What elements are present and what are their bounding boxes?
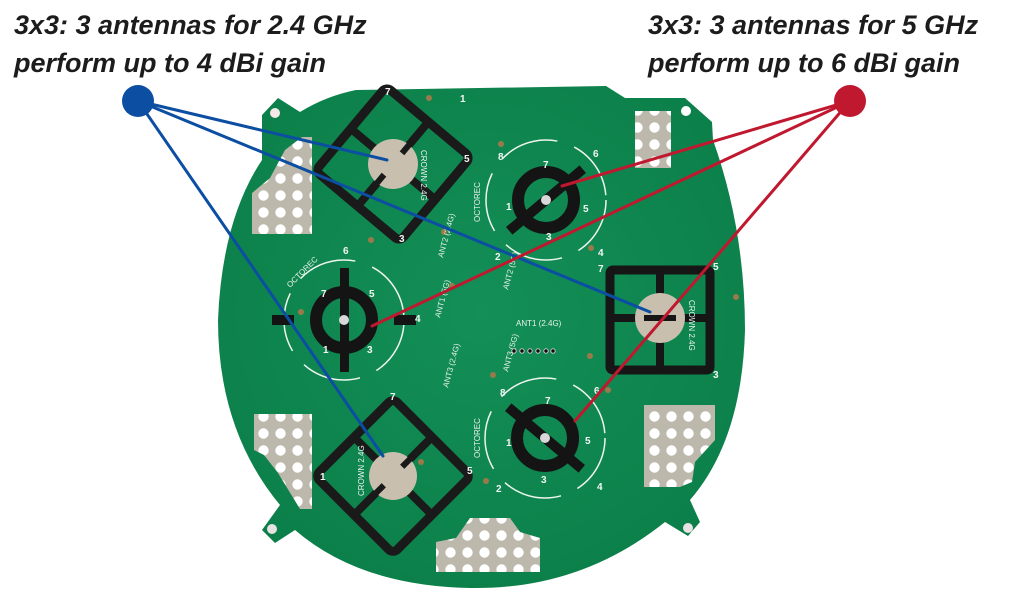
caption-5ghz: 3x3: 3 antennas for 5 GHz perform up to … (648, 6, 978, 82)
pin-label: 7 (545, 396, 551, 407)
pin-label: 5 (583, 204, 589, 215)
header-pins (511, 348, 556, 354)
pad-bottom-right (644, 405, 715, 487)
octorec-antenna-top-right (485, 139, 607, 261)
connector-line (136, 99, 652, 314)
pin-label: 4 (415, 314, 421, 325)
pin-label: 1 (323, 345, 329, 356)
pad-top-left (252, 137, 312, 234)
pin-label: 6 (343, 246, 349, 257)
crown-label: CROWN 2.4G (687, 300, 696, 351)
crown-label: CROWN 2.4G (357, 445, 366, 496)
pin-label: 7 (598, 264, 604, 275)
pin-label: 7 (390, 392, 396, 403)
pin-label: 2 (496, 484, 502, 495)
connector-line (560, 99, 852, 188)
pin-label: 3 (541, 475, 547, 486)
mount-hole (681, 106, 691, 116)
pin-label: 4 (597, 482, 603, 493)
pin-label: 1 (460, 94, 466, 105)
pin-label: 6 (594, 386, 600, 397)
silkscreen-label: ANT1 (2.4G) (516, 319, 562, 328)
caption-2-4ghz-line2: perform up to 4 dBi gain (14, 48, 327, 78)
ground-pads (252, 111, 715, 572)
mount-hole (267, 524, 277, 534)
crown-label: CROWN 2.4G (419, 150, 428, 201)
connector-line (573, 99, 852, 423)
caption-5ghz-line1: 3x3: 3 antennas for 5 GHz (648, 10, 979, 40)
pin-label: 3 (399, 234, 405, 245)
pin-label: 7 (543, 160, 549, 171)
pin-label: 3 (546, 232, 552, 243)
pin-label: 1 (506, 202, 512, 213)
pin-label: 3 (367, 345, 373, 356)
octorec-antenna-bottom (484, 377, 606, 499)
pin-label: 2 (495, 252, 501, 263)
pin-label: 4 (598, 248, 604, 259)
red-dot-marker-icon (834, 85, 866, 117)
caption-5ghz-line2: perform up to 6 dBi gain (648, 48, 961, 78)
caption-2-4ghz-line1: 3x3: 3 antennas for 2.4 GHz (14, 10, 367, 40)
caption-2-4ghz: 3x3: 3 antennas for 2.4 GHz perform up t… (14, 6, 367, 82)
blue-dot-marker-icon (122, 85, 154, 117)
pin-label: 3 (713, 370, 719, 381)
mount-hole (270, 108, 280, 118)
connector-line (136, 99, 389, 162)
connector-line (370, 99, 852, 328)
pin-label: 6 (593, 149, 599, 160)
octorec-label: OCTOREC (473, 182, 482, 222)
connector-line (136, 99, 385, 458)
connector-lines-5ghz (370, 99, 852, 423)
pin-label: 5 (585, 436, 591, 447)
octorec-antenna-left (272, 259, 416, 381)
pad-bottom-left (254, 414, 312, 509)
pin-label: 5 (464, 154, 470, 165)
pin-label: 5 (369, 289, 375, 300)
mount-hole (683, 523, 693, 533)
pin-label: 1 (506, 438, 512, 449)
octorec-label: OCTOREC (473, 418, 482, 458)
pin-label: 5 (467, 466, 473, 477)
pin-label: 7 (321, 289, 327, 300)
pad-bottom-center (436, 518, 540, 572)
connector-lines-2-4ghz (136, 99, 652, 458)
pin-label: 1 (320, 472, 326, 483)
crown-antenna-bottom-left (313, 396, 473, 556)
pin-label: 8 (498, 152, 504, 163)
crown-antenna-top-left (313, 84, 473, 244)
pin-label: 8 (500, 388, 506, 399)
pin-label: 7 (385, 87, 391, 98)
pin-label: 5 (713, 262, 719, 273)
